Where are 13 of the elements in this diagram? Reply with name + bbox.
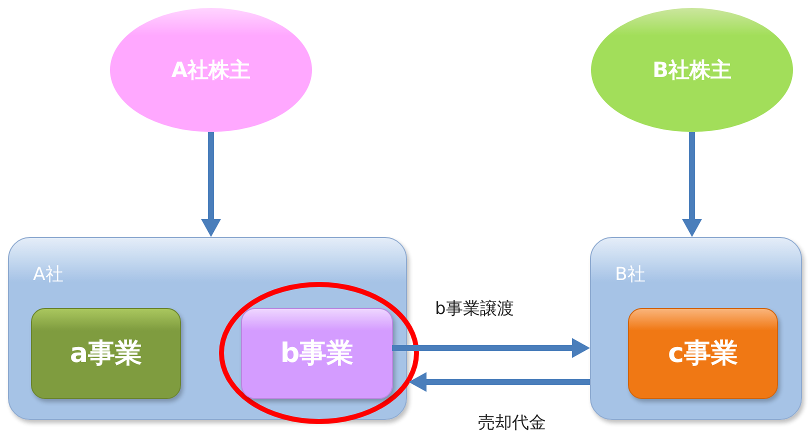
arrow: [201, 132, 221, 237]
highlight-ring: [219, 282, 419, 424]
panel-title: B社: [615, 263, 646, 286]
ellipse-node: A社株主: [110, 8, 312, 132]
business-block: a事業: [31, 308, 181, 399]
panel-title: A社: [33, 263, 64, 286]
business-block: c事業: [628, 308, 778, 399]
ellipse-node: B社株主: [591, 8, 793, 132]
arrow: [408, 372, 590, 392]
arrow: [392, 338, 590, 358]
business-block: b事業: [241, 308, 393, 399]
arrow: [682, 132, 702, 237]
company-panel: [590, 237, 802, 420]
